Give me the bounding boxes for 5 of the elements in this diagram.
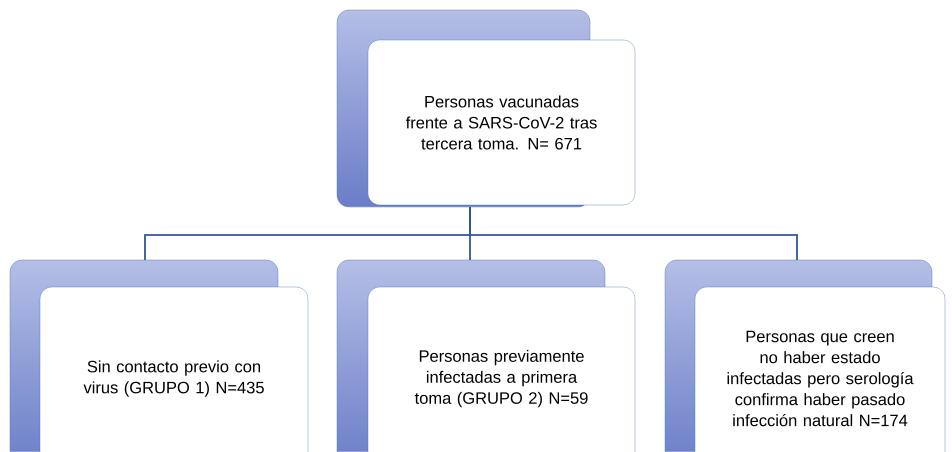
connector-line — [469, 207, 798, 260]
card-drawing: Sin contacto previo con virus (GRUPO 1) N=435 — [10, 260, 308, 452]
card-drawing: Personas previamente infectadas a primera toma (GRUPO 2) N=59 — [336, 260, 636, 452]
card-drawing: Personas vacunadas frente a SARS-CoV-2 tras tercera toma. N= 671 — [336, 10, 636, 208]
card-drawing: Personas que creen no haber estado infectadas pero serología confirma haber pasado infección natural N=174 — [664, 260, 946, 452]
